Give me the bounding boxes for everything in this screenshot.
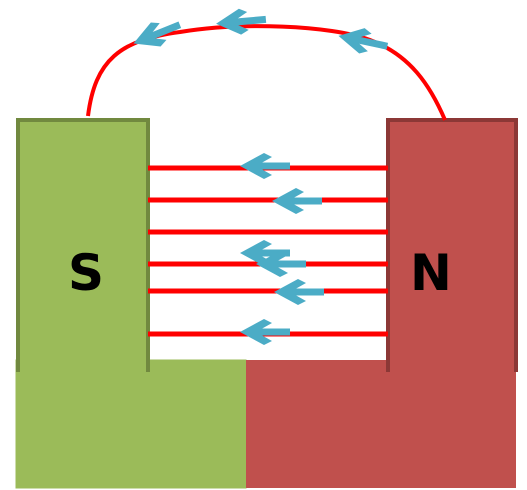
outer-arc-arrows	[128, 6, 391, 59]
north-pole-body	[246, 360, 516, 488]
left-arrow-icon	[240, 319, 290, 345]
left-arrow-icon	[214, 6, 268, 37]
south-pole	[15, 118, 247, 489]
left-arrow-icon	[240, 153, 290, 179]
south-pole-label: S	[68, 244, 104, 302]
north-pole-fill-patch	[390, 355, 514, 375]
north-pole-arm	[386, 118, 518, 372]
north-pole	[246, 118, 518, 488]
outer-field-arc	[86, 24, 447, 121]
inner-field-arrows	[240, 153, 324, 345]
south-pole-arm	[16, 118, 150, 372]
left-arrow-icon	[335, 23, 391, 59]
south-pole-body	[15, 359, 247, 489]
left-arrow-icon	[272, 188, 322, 214]
south-pole-fill-patch	[20, 355, 146, 375]
north-pole-label: N	[410, 244, 452, 302]
left-arrow-icon	[274, 279, 324, 305]
